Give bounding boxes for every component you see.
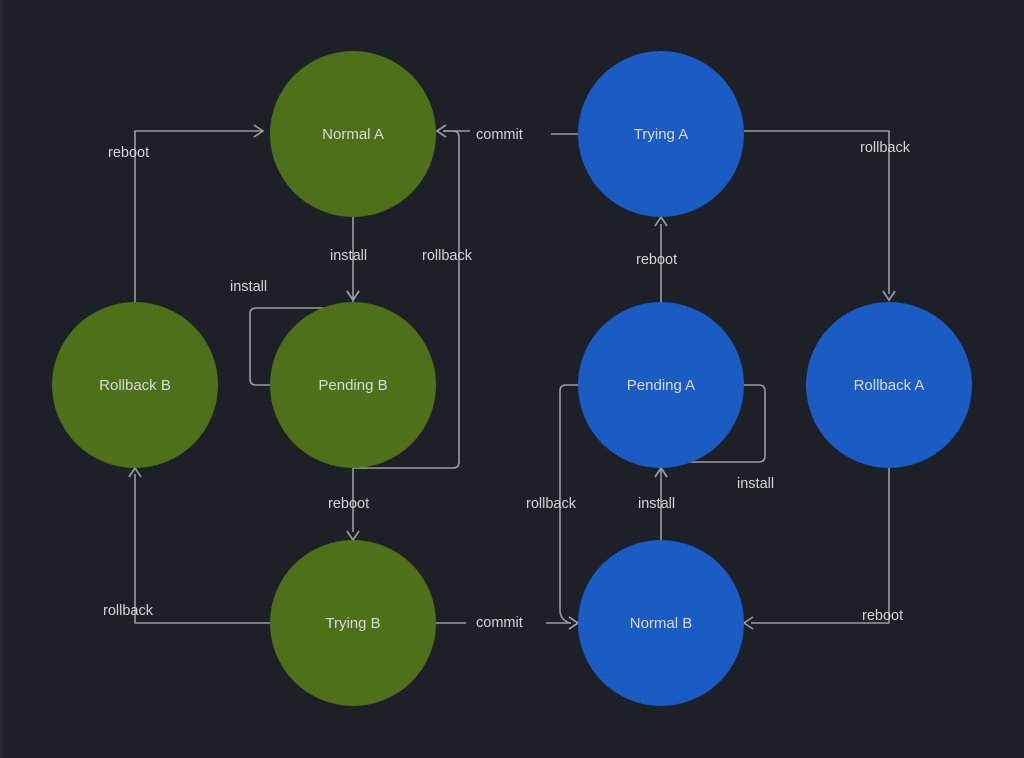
edge-label-rollback: rollback: [526, 496, 577, 512]
arrowhead-icon: [435, 124, 447, 138]
edge-label-reboot: reboot: [862, 608, 903, 624]
node-circle-pending_a[interactable]: [578, 302, 744, 468]
edge-label-install: install: [230, 279, 267, 295]
node-normal_b[interactable]: Normal B: [578, 540, 744, 706]
edge-label-layer: reboot install install rollback reboot commit…: [103, 127, 911, 631]
edge-line: [744, 130, 890, 294]
edge-label-rollback: rollback: [103, 603, 154, 619]
edge-line: [134, 474, 270, 624]
node-circle-trying_b[interactable]: [270, 540, 436, 706]
node-trying_a[interactable]: Trying A: [578, 51, 744, 217]
edge-line: [134, 130, 263, 302]
node-pending_a[interactable]: Pending A: [578, 302, 744, 468]
node-pending_b[interactable]: Pending B: [270, 302, 436, 468]
edge-line: [559, 384, 578, 624]
edge-trying_a-to-normal_a[interactable]: [435, 124, 578, 138]
edge-line: [751, 468, 890, 624]
edge-rollback_b-to-normal_a[interactable]: [134, 124, 265, 302]
left-edge-strip: [0, 0, 3, 758]
edge-label-reboot: reboot: [636, 252, 677, 268]
edge-label-commit: commit: [476, 127, 523, 143]
node-circle-normal_b[interactable]: [578, 540, 744, 706]
arrowhead-icon: [882, 290, 896, 302]
node-circle-rollback_b[interactable]: [52, 302, 218, 468]
edge-line: [249, 294, 354, 386]
edge-hit-area[interactable]: [135, 474, 270, 623]
arrowhead-icon: [253, 124, 265, 138]
arrowhead-icon: [346, 290, 360, 302]
edge-label-reboot: reboot: [328, 496, 369, 512]
edge-label-rollback: rollback: [860, 140, 911, 156]
edge-rollback_a-to-normal_b[interactable]: [742, 468, 890, 630]
edge-trying_b-to-rollback_b[interactable]: [128, 466, 270, 624]
edge-hit-area[interactable]: [135, 131, 263, 302]
edge-pending_b-to-pending_b[interactable]: [249, 290, 360, 386]
node-circle-normal_a[interactable]: [270, 51, 436, 217]
edge-layer: [128, 124, 896, 630]
edge-label-install: install: [638, 496, 675, 512]
edge-line: [660, 384, 766, 474]
edge-line: [443, 130, 578, 135]
node-circle-trying_a[interactable]: [578, 51, 744, 217]
node-rollback_a[interactable]: Rollback A: [806, 302, 972, 468]
edge-label-install: install: [737, 476, 774, 492]
edge-label-rollback: rollback: [422, 248, 473, 264]
edge-trying_a-to-rollback_a[interactable]: [744, 130, 896, 302]
node-circle-rollback_a[interactable]: [806, 302, 972, 468]
node-trying_b[interactable]: Trying B: [270, 540, 436, 706]
edge-label-install: install: [330, 248, 367, 264]
edge-label-commit: commit: [476, 615, 523, 631]
node-rollback_b[interactable]: Rollback B: [52, 302, 218, 468]
node-circle-pending_b[interactable]: [270, 302, 436, 468]
node-normal_a[interactable]: Normal A: [270, 51, 436, 217]
edge-label-reboot: reboot: [108, 145, 149, 161]
arrowhead-icon: [346, 530, 360, 542]
